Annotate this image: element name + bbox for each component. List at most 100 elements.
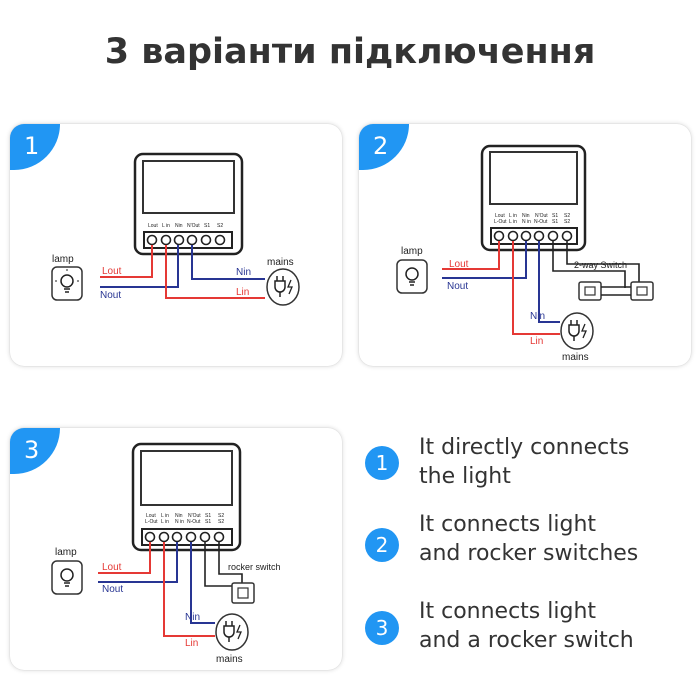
module-face — [140, 450, 233, 506]
terminal-sublabel: N-Out — [534, 219, 548, 225]
terminal-label: S1 — [204, 223, 210, 229]
legend-text: It connects light and a rocker switch — [419, 597, 699, 655]
wire-nout — [98, 542, 178, 583]
wire-label-lin: Lin — [530, 336, 543, 347]
switch-label: rocker switch — [228, 562, 281, 572]
mains-label: mains — [216, 654, 243, 665]
wire-s1 — [552, 241, 626, 288]
legend-item-3: 3 It connects light and a rocker switch — [365, 599, 695, 691]
wire-nout — [442, 241, 527, 279]
legend-line: the light — [419, 464, 511, 489]
lamp-label: lamp — [52, 254, 74, 265]
lightbulb-icon — [51, 266, 83, 301]
mains-label: mains — [562, 352, 589, 363]
terminal-label: S2 — [217, 223, 223, 229]
plug-icon — [215, 613, 249, 651]
wiring-diagram-1: Lout L in Nin N'Out S1 S2 Lout Nout Nin … — [51, 152, 300, 306]
terminal-label: S1 — [552, 213, 558, 219]
terminal-label: L in — [161, 513, 169, 519]
terminal-screw — [173, 234, 185, 246]
wire-lout — [100, 245, 153, 278]
terminal-screw — [146, 234, 158, 246]
wire-nin — [190, 542, 215, 624]
terminal-screw — [160, 234, 172, 246]
terminal-screw — [533, 230, 545, 242]
terminal-screw — [213, 531, 225, 543]
terminal-label: S2 — [564, 213, 570, 219]
terminal-sublabel: S1 — [552, 219, 558, 225]
switch-label: 2-way Switch — [574, 260, 627, 270]
wire-lin — [163, 542, 215, 637]
wire-label-nout: Nout — [100, 290, 121, 301]
legend-line: It connects light — [419, 599, 597, 624]
wire-label-lout: Lout — [449, 259, 469, 270]
terminal-label: S2 — [218, 513, 224, 519]
terminal-sublabel: L-Out — [145, 519, 158, 525]
terminal-label: Lout — [148, 223, 158, 229]
page-title: 3 варіанти підключення — [104, 32, 596, 72]
terminal-screw — [186, 234, 198, 246]
wire-lin — [165, 245, 265, 299]
legend-text: It connects light and rocker switches — [419, 510, 699, 568]
terminal-screw — [199, 531, 211, 543]
terminal-label: Nin — [522, 213, 530, 219]
legend-line: It connects light — [419, 512, 597, 537]
terminal-screw — [158, 531, 170, 543]
wire-lin — [512, 241, 560, 335]
wire-nin — [538, 241, 560, 323]
terminal-label: N'Out — [535, 213, 548, 219]
terminal-screw — [144, 531, 156, 543]
legend-line: It directly connects — [419, 435, 630, 460]
wire-label-lout: Lout — [102, 266, 122, 277]
lightbulb-icon — [396, 259, 428, 294]
terminal-label: L in — [509, 213, 517, 219]
diagram-panel-3: 3 Lout L in Nin N'Out S1 S2 L-Out L in N… — [10, 428, 342, 670]
terminal-label: N'Out — [187, 223, 200, 229]
wiring-diagram-3: Lout L in Nin N'Out S1 S2 L-Out L in N i… — [51, 442, 281, 665]
terminal-label: S1 — [205, 513, 211, 519]
lamp-label: lamp — [401, 246, 423, 257]
wire-label-lin: Lin — [185, 638, 198, 649]
wire-label-nin: Nin — [236, 267, 251, 278]
diagram-panel-1: 1 Lout L in Nin N'Out S1 S2 Lout Nout — [10, 124, 342, 366]
terminal-sublabel: S1 — [205, 519, 211, 525]
terminal-sublabel: L-Out — [494, 219, 507, 225]
terminal-sublabel: S2 — [218, 519, 224, 525]
diagram-panel-2: 2 Lout L in Nin N'Out S1 S2 L-Out L in N… — [359, 124, 691, 366]
terminal-screw — [185, 531, 197, 543]
wire-s1 — [204, 542, 234, 587]
wire-label-nout: Nout — [447, 281, 468, 292]
wire-label-nin: Nin — [530, 311, 545, 322]
wire-nin — [191, 245, 265, 280]
legend-item-1: 1 It directly connects the light — [365, 435, 695, 526]
terminal-label: L in — [162, 223, 170, 229]
legend-line: and rocker switches — [419, 541, 639, 566]
terminal-label: Lout — [146, 513, 156, 519]
legend-text: It directly connects the light — [419, 433, 699, 491]
terminal-sublabel: N in — [175, 519, 184, 525]
terminal-screw — [547, 230, 559, 242]
wire-label-nin: Nin — [185, 612, 200, 623]
mains-label: mains — [267, 257, 294, 268]
wiring-diagram-2: Lout L in Nin N'Out S1 S2 L-Out L in N i… — [396, 144, 654, 363]
wire-s2 — [566, 241, 640, 288]
panel-number-badge: 1 — [10, 124, 60, 170]
terminal-sublabel: L in — [509, 219, 517, 225]
wire-label-lout: Lout — [102, 562, 122, 573]
terminal-screw — [561, 230, 573, 242]
wire-label-lin: Lin — [236, 287, 249, 298]
terminal-label: N'Out — [188, 513, 201, 519]
terminal-screw — [493, 230, 505, 242]
module-face — [142, 160, 235, 214]
lightbulb-icon — [51, 560, 83, 595]
legend-number-badge: 3 — [365, 611, 399, 645]
terminal-sublabel: N in — [522, 219, 531, 225]
terminal-screw — [200, 234, 212, 246]
wire-label-nout: Nout — [102, 584, 123, 595]
wire-lout — [98, 542, 151, 574]
terminal-sublabel: L in — [161, 519, 169, 525]
terminal-screw — [214, 234, 226, 246]
terminal-screw — [520, 230, 532, 242]
terminal-sublabel: S2 — [564, 219, 570, 225]
module-face — [489, 151, 578, 205]
